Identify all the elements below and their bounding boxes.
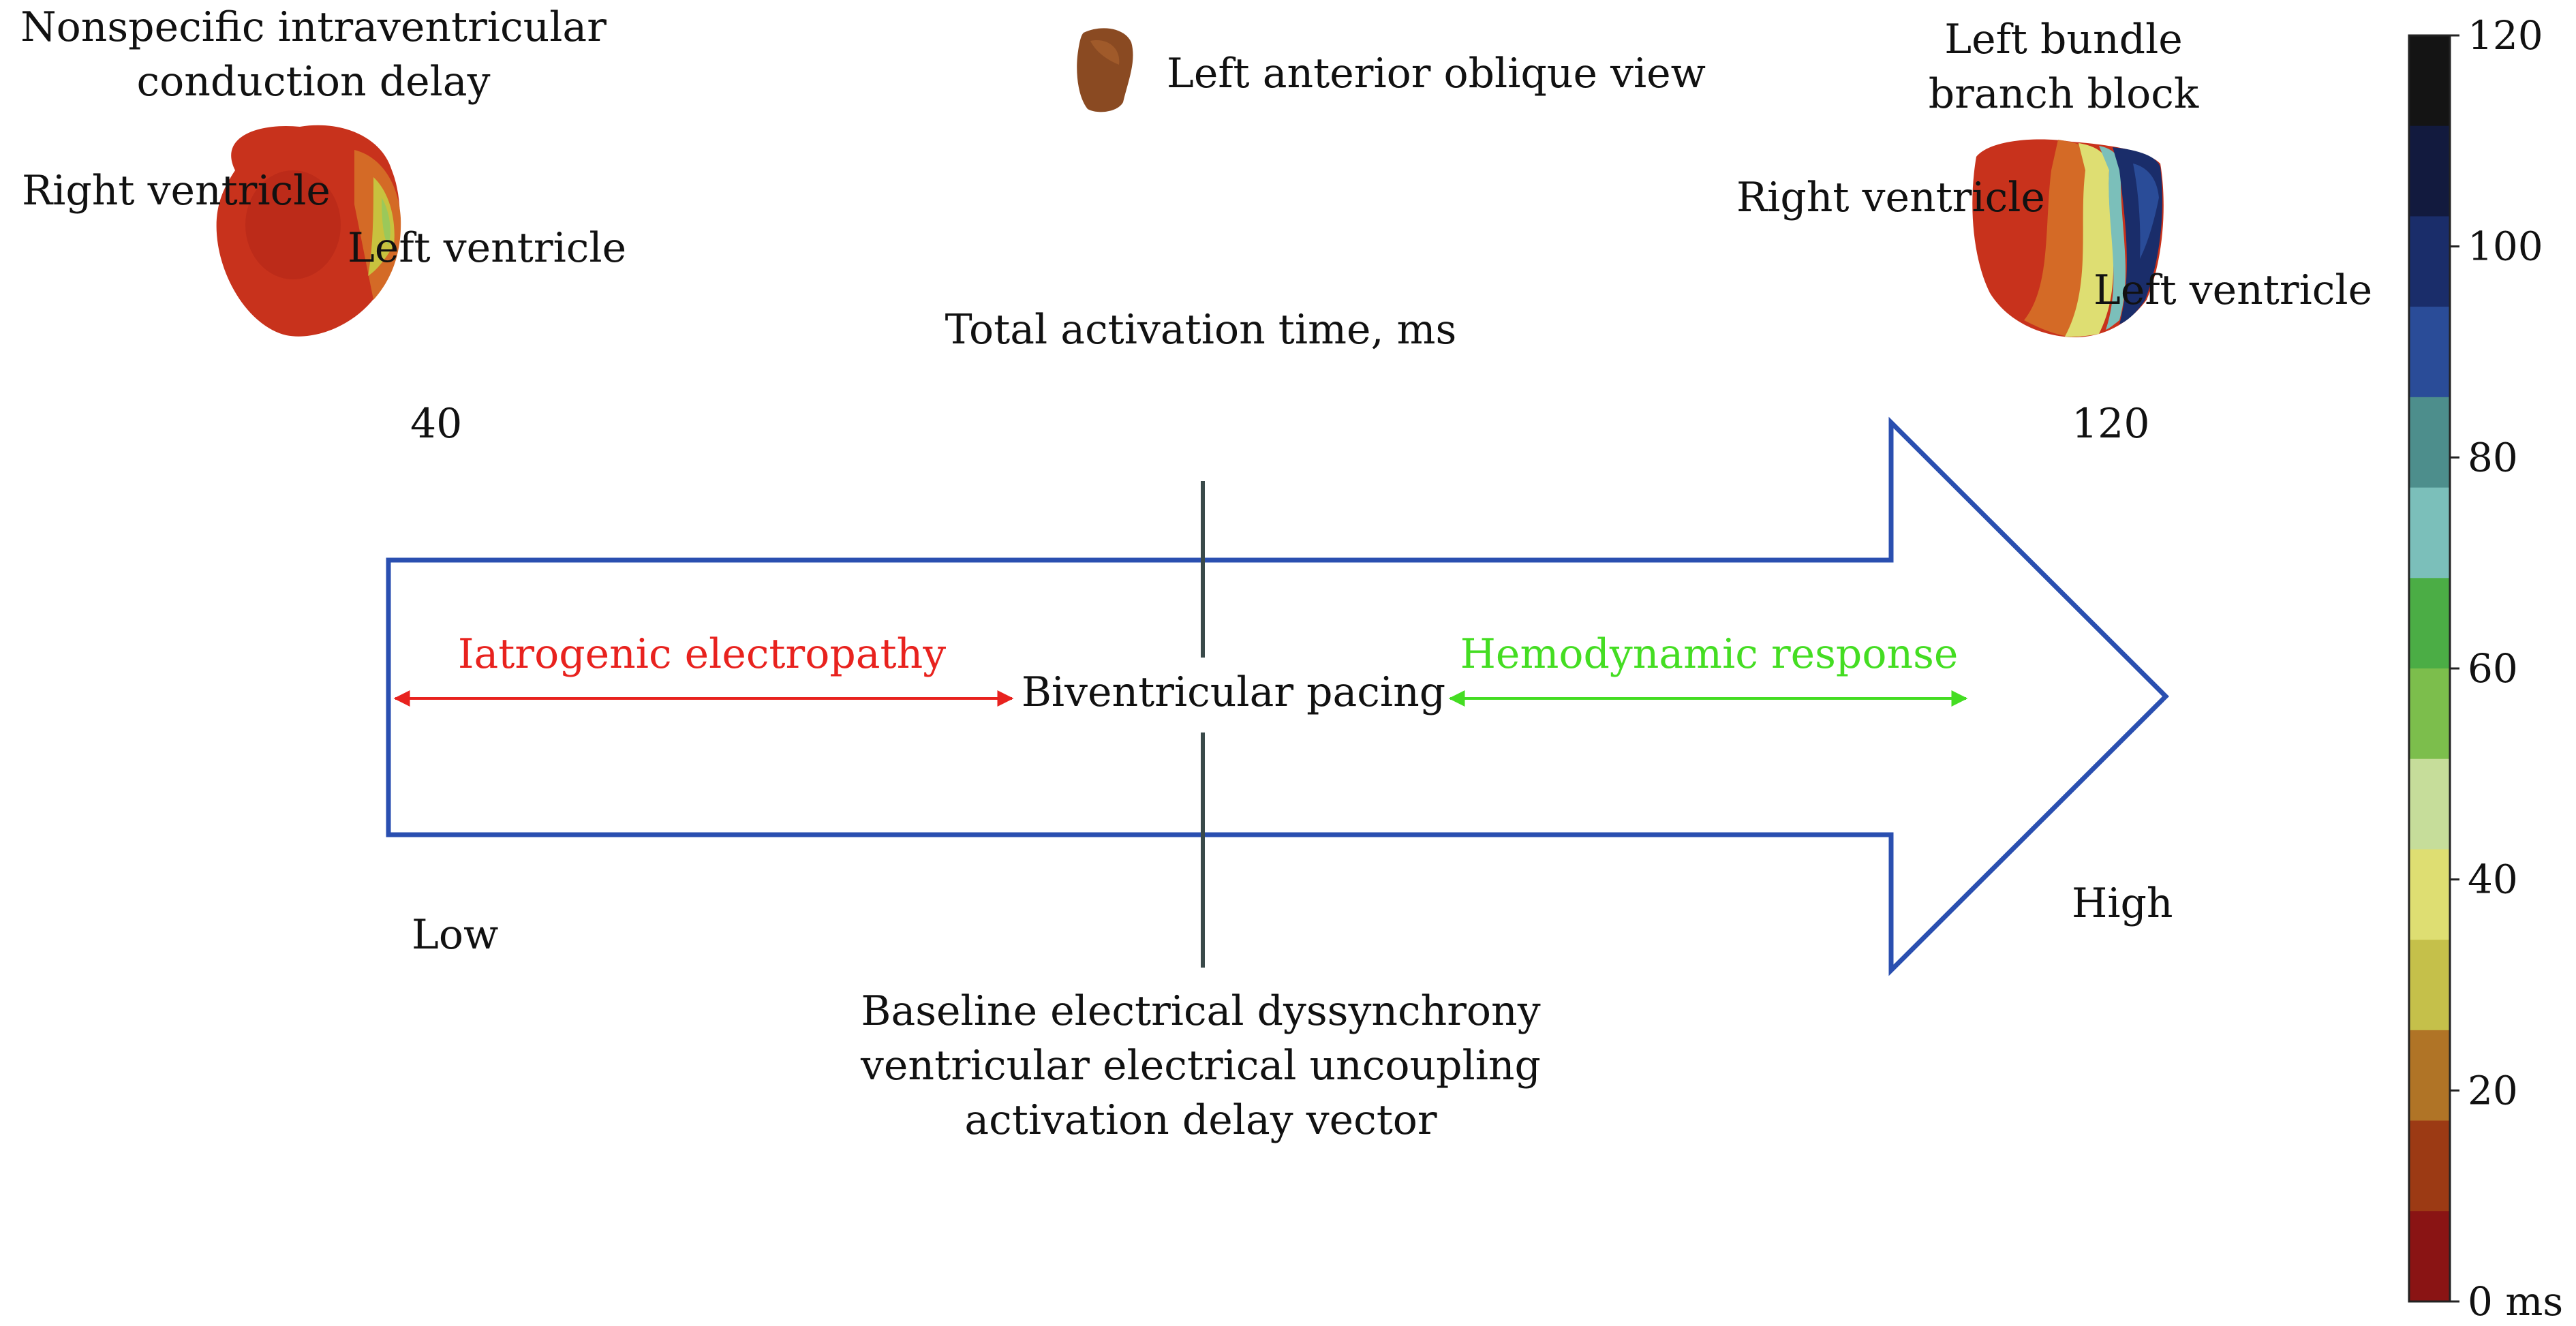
colorbar-band — [2409, 397, 2450, 489]
axis-high-value: 120 — [2072, 400, 2150, 448]
activation-time-arrow — [386, 416, 2169, 976]
colorbar-band — [2409, 578, 2450, 669]
colorbar-tick-label: 100 — [2468, 223, 2543, 270]
ivcd-title-line1: Nonspecific intraventricular — [20, 3, 607, 51]
left-heart-rv-label: Right ventricle — [22, 167, 331, 215]
colorbar-tick-label: 0 ms — [2468, 1278, 2563, 1325]
bottom-caption-line3: activation delay vector — [964, 1096, 1437, 1144]
right-heart-map — [1972, 139, 2164, 338]
colorbar-tick-label: 60 — [2468, 645, 2518, 692]
colorbar-band — [2409, 487, 2450, 579]
iatrogenic-electropathy-label: Iatrogenic electropathy — [458, 630, 946, 678]
colorbar-tick-label: 40 — [2468, 857, 2518, 903]
view-label: Left anterior oblique view — [1167, 50, 1706, 97]
high-label: High — [2072, 880, 2173, 927]
lbbb-title-line2: branch block — [1929, 70, 2199, 118]
biventricular-pacing-label: Biventricular pacing — [1022, 668, 1445, 716]
colorbar-band — [2409, 1120, 2450, 1212]
colorbar-band — [2409, 125, 2450, 217]
axis-low-value: 40 — [410, 400, 462, 448]
colorbar-band — [2409, 940, 2450, 1031]
left-heart-lv-label: Left ventricle — [348, 224, 626, 272]
right-heart-rv-label: Right ventricle — [1736, 174, 2045, 221]
colorbar-band — [2409, 307, 2450, 398]
colorbar-band — [2409, 35, 2450, 127]
colorbar-tick-label: 80 — [2468, 434, 2518, 480]
colorbar-band — [2409, 1030, 2450, 1122]
colorbar-tick-label: 20 — [2468, 1067, 2518, 1113]
hemodynamic-response-label: Hemodynamic response — [1460, 630, 1959, 678]
activation-time-colorbar — [2409, 35, 2450, 1302]
view-heart-icon — [1077, 28, 1133, 112]
colorbar-band — [2409, 849, 2450, 940]
colorbar-band — [2409, 758, 2450, 850]
low-label: Low — [412, 911, 498, 959]
axis-title: Total activation time, ms — [945, 306, 1457, 354]
left-heart-map — [216, 125, 401, 337]
colorbar-band — [2409, 668, 2450, 760]
colorbar-tick-label: 120 — [2468, 12, 2543, 59]
right-heart-lv-label: Left ventricle — [2094, 266, 2372, 314]
colorbar-band — [2409, 216, 2450, 307]
bottom-caption-line1: Baseline electrical dyssynchrony — [861, 987, 1540, 1035]
bottom-caption-line2: ventricular electrical uncoupling — [860, 1042, 1541, 1090]
ivcd-title-line2: conduction delay — [137, 58, 491, 106]
colorbar-ticks: 120 100 80 60 40 20 0 ms — [2450, 12, 2563, 1325]
colorbar-band — [2409, 1211, 2450, 1302]
lbbb-title-line1: Left bundle — [1944, 16, 2183, 63]
